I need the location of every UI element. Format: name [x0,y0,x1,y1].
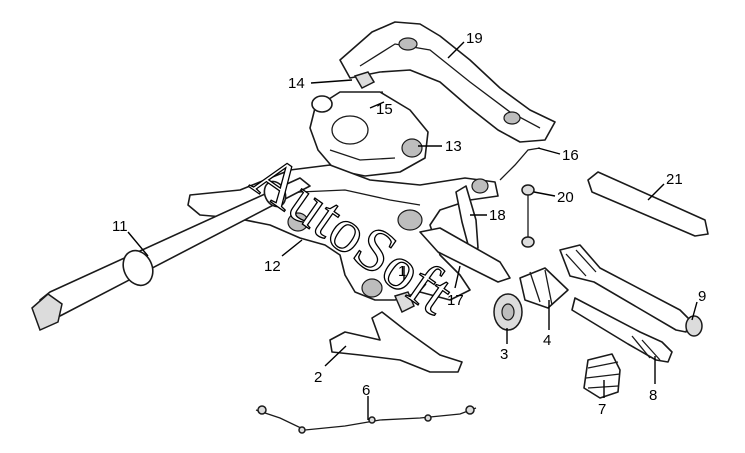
leader-19 [447,41,465,59]
leader-16 [537,147,561,155]
callout-6: 6 [362,382,370,399]
part-21-control-arm [587,171,709,237]
callout-21: 21 [666,171,683,188]
part-13-differential [309,91,429,177]
part-16-cable [499,147,541,181]
leader-lines [127,41,698,420]
part-1-bolt [393,283,427,314]
part-20-stabilizer-link [521,184,535,248]
part-14-bracket [353,71,376,89]
callout-2: 2 [314,369,322,386]
callout-12: 12 [264,258,281,275]
callout-3: 3 [500,346,508,363]
callout-1: 1 [398,263,406,280]
callout-17: 17 [447,292,464,309]
part-8-driveshaft [571,297,673,363]
part-2-wishbone [329,311,463,373]
leader-20 [533,191,556,197]
part-19-subframe-brace [339,21,556,143]
part-18-link-arm [455,185,479,253]
part-3-hub [493,293,523,331]
callout-16: 16 [562,147,579,164]
part-11-propshaft [31,177,311,332]
part-6-sensor-cable [255,405,477,434]
leader-11 [127,231,149,257]
callout-13: 13 [445,138,462,155]
callout-9: 9 [698,288,706,305]
part-7-boot [583,353,621,399]
callout-labels: 1 2 3 4 6 7 8 9 11 12 13 14 15 16 17 18 … [112,30,706,418]
leader-14 [310,79,353,84]
callout-15: 15 [376,101,393,118]
leader-15 [369,101,385,109]
callout-8: 8 [649,387,657,404]
leader-9 [691,301,698,321]
callout-11: 11 [112,218,128,235]
callout-18: 18 [489,207,506,224]
leader-17 [454,265,461,289]
callout-7: 7 [598,401,606,418]
part-17-trailing-arm [419,227,511,283]
leader-21 [647,183,665,201]
part-4-cv-joint [519,267,569,309]
leader-2 [324,345,347,367]
part-9-driveshaft [559,244,703,337]
callout-20: 20 [557,189,574,206]
callout-19: 19 [466,30,483,47]
leader-12 [281,239,303,257]
callout-4: 4 [543,332,551,349]
callout-14: 14 [288,75,305,92]
